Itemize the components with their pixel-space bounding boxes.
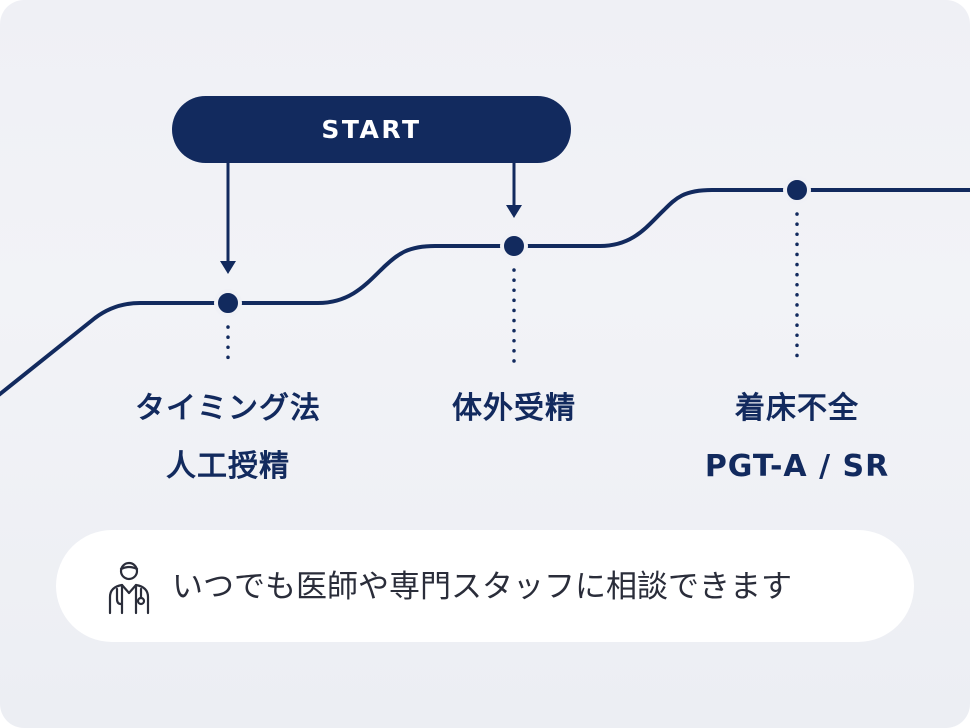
stage-label-line: タイミング法	[135, 391, 321, 426]
stage-point-1	[214, 289, 242, 317]
doctor-icon	[108, 561, 150, 615]
stage-label-line: 人工授精	[166, 449, 290, 484]
start-arrow-1	[220, 163, 236, 274]
stage-point-3	[783, 176, 811, 204]
progress-step-line	[0, 188, 970, 397]
consultation-text: いつでも医師や専門スタッフに相談できます	[172, 569, 792, 605]
consultation-banner	[56, 530, 914, 642]
stage-point-2	[500, 232, 528, 260]
stage-label-line: 着床不全	[735, 391, 859, 426]
start-badge: START	[172, 96, 571, 163]
stage-label-line: 体外受精	[452, 391, 576, 426]
stage-label-timing-iui: タイミング法 人工授精	[98, 380, 358, 496]
stage-label-ivf: 体外受精	[384, 380, 644, 438]
stage-label-line: PGT-A / SR	[704, 449, 890, 484]
stage-label-implantation-failure: 着床不全 PGT-A / SR	[667, 380, 927, 496]
start-arrow-2	[506, 163, 522, 218]
